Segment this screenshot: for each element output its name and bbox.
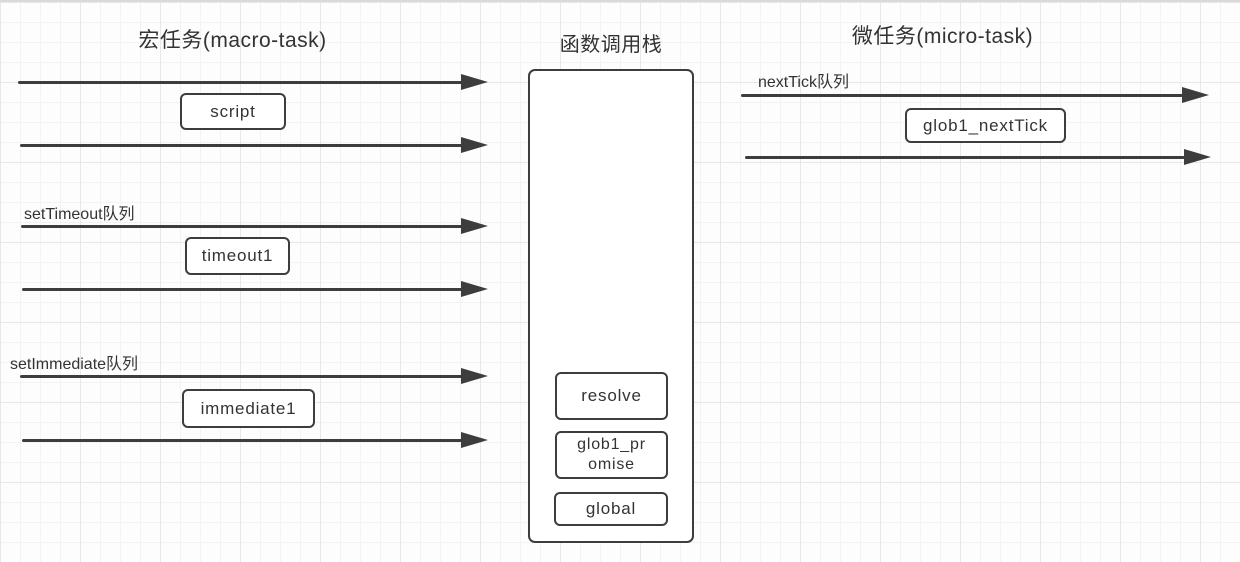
task-node-glob1-nexttick: glob1_nextTick [905, 108, 1066, 143]
nexttick-queue-label: nextTick队列 [758, 74, 849, 91]
task-node-script: script [180, 93, 286, 130]
script-queue-top-arrow [18, 74, 488, 90]
settimeout-queue-top-arrow [21, 218, 488, 234]
arrow-shaft [21, 224, 464, 228]
arrow-head-icon [461, 281, 488, 297]
task-node-immediate1: immediate1 [182, 389, 315, 428]
stack-frame-glob1-promise: glob1_promise [555, 431, 668, 479]
stack-frame-resolve: resolve [555, 372, 668, 420]
arrow-head-icon [1182, 87, 1209, 103]
setimmediate-queue-label: setImmediate队列 [10, 356, 139, 373]
arrow-head-icon [461, 432, 488, 448]
arrow-shaft [745, 155, 1187, 159]
arrow-shaft [20, 374, 464, 378]
arrow-shaft [22, 287, 464, 291]
setimmediate-queue-top-arrow [20, 368, 488, 384]
arrow-head-icon [1184, 149, 1211, 165]
arrow-head-icon [461, 218, 488, 234]
micro-task-title: 微任务(micro-task) [851, 25, 1034, 48]
arrow-head-icon [461, 74, 488, 90]
arrow-shaft [20, 143, 464, 147]
macro-task-title: 宏任务(macro-task) [138, 29, 327, 52]
nexttick-queue-top-arrow [741, 87, 1209, 103]
stack-frame-global: global [554, 492, 668, 526]
setimmediate-queue-bottom-arrow [22, 432, 488, 448]
call-stack-title: 函数调用栈 [559, 34, 663, 56]
arrow-shaft [741, 93, 1185, 97]
arrow-head-icon [461, 137, 488, 153]
script-queue-bottom-arrow [20, 137, 488, 153]
arrow-shaft [22, 438, 464, 442]
arrow-shaft [18, 80, 464, 84]
settimeout-queue-label: setTimeout队列 [24, 206, 135, 223]
nexttick-queue-bottom-arrow [745, 149, 1211, 165]
task-node-timeout1: timeout1 [185, 237, 290, 275]
arrow-head-icon [461, 368, 488, 384]
settimeout-queue-bottom-arrow [22, 281, 488, 297]
